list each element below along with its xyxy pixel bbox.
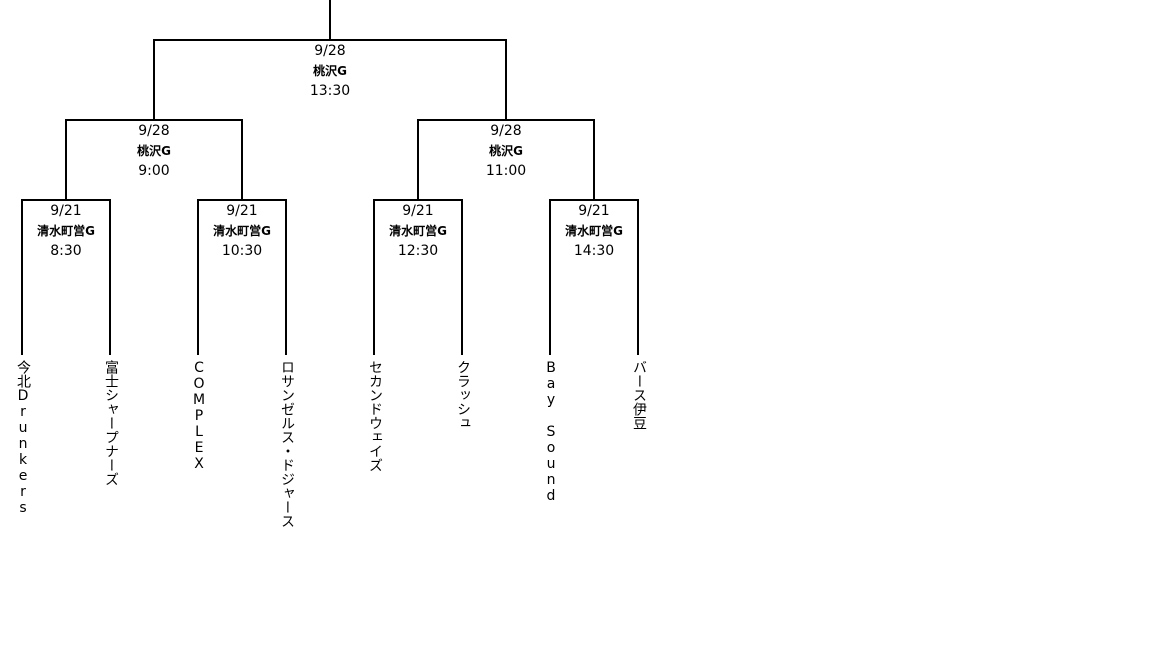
match-date: 9/21 (50, 203, 82, 219)
bracket-line (417, 119, 595, 121)
bracket-line (241, 119, 243, 201)
match-date: 9/28 (138, 123, 170, 139)
team-name: ロサンゼルス・ドジャース (279, 360, 295, 528)
first-round-2-info: 9/21 清水町営G 10:30 (197, 201, 287, 261)
match-time: 8:30 (50, 243, 82, 259)
team-name: 今北Drunkers (15, 360, 31, 516)
bracket-line (549, 199, 551, 355)
match-venue: 清水町営G (565, 224, 623, 238)
bracket-line (21, 199, 23, 355)
bracket-line (153, 39, 507, 41)
bracket-line (109, 199, 111, 355)
match-date: 9/21 (226, 203, 258, 219)
bracket-line (461, 199, 463, 355)
match-date: 9/28 (490, 123, 522, 139)
match-venue: 桃沢G (489, 144, 523, 158)
first-round-4-info: 9/21 清水町営G 14:30 (549, 201, 639, 261)
bracket-line (65, 119, 67, 201)
match-venue: 清水町営G (213, 224, 271, 238)
match-time: 12:30 (397, 243, 439, 259)
bracket-line (373, 199, 375, 355)
match-time: 13:30 (309, 83, 351, 99)
match-time: 11:00 (485, 163, 527, 179)
bracket-line (197, 199, 287, 201)
match-time: 9:00 (138, 163, 170, 179)
bracket-line (285, 199, 287, 355)
match-time: 14:30 (573, 243, 615, 259)
match-venue: 桃沢G (137, 144, 171, 158)
match-date: 9/28 (314, 43, 346, 59)
team-name: Bay Sound (543, 360, 559, 504)
match-venue: 清水町営G (37, 224, 95, 238)
match-venue: 桃沢G (313, 64, 347, 78)
first-round-1-info: 9/21 清水町営G 8:30 (21, 201, 111, 261)
team-name: COMPLEX (191, 360, 207, 472)
bracket-line (197, 199, 199, 355)
bracket-line (65, 119, 243, 121)
match-date: 9/21 (402, 203, 434, 219)
match-date: 9/21 (578, 203, 610, 219)
semifinal-1-info: 9/28 桃沢G 9:00 (109, 121, 199, 181)
bracket-line (153, 39, 155, 121)
bracket-line (505, 39, 507, 121)
bracket-line (21, 199, 111, 201)
match-time: 10:30 (221, 243, 263, 259)
team-name: セカンドウェイズ (367, 360, 383, 472)
bracket-line (373, 199, 463, 201)
team-name: 富士シャープナーズ (103, 360, 119, 486)
bracket-line (329, 0, 331, 41)
final-match-info: 9/28 桃沢G 13:30 (285, 41, 375, 101)
bracket-line (593, 119, 595, 201)
match-venue: 清水町営G (389, 224, 447, 238)
bracket-line (549, 199, 639, 201)
team-name: バース伊豆 (631, 360, 647, 430)
bracket-line (417, 119, 419, 201)
first-round-3-info: 9/21 清水町営G 12:30 (373, 201, 463, 261)
semifinal-2-info: 9/28 桃沢G 11:00 (461, 121, 551, 181)
bracket-line (637, 199, 639, 355)
team-name: クラッシュ (455, 360, 471, 430)
